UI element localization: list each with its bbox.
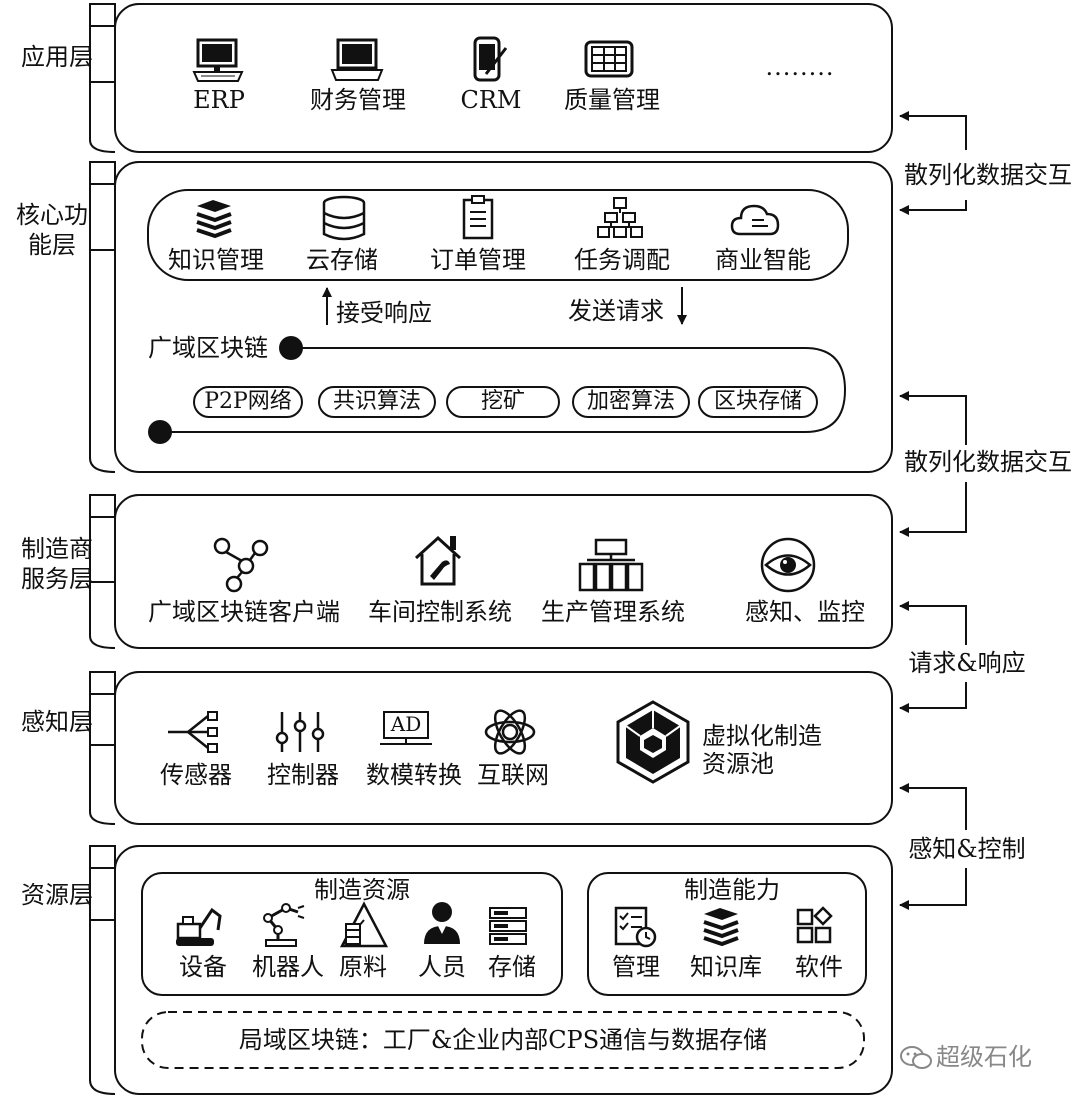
connector-label-sense-control: 感知&控制 <box>902 834 1032 864</box>
service-bi: 商业智能 <box>715 246 811 274</box>
service-task: 任务调配 <box>574 246 670 274</box>
software-blocks-icon <box>796 906 836 950</box>
virtual-resource-pool-label: 虚拟化制造资源池 <box>702 722 822 778</box>
core-layer-frame <box>89 161 893 473</box>
house-wrench-icon <box>412 532 464 592</box>
capability-software: 软件 <box>795 953 843 981</box>
wechat-icon <box>900 1044 932 1076</box>
atom-network-icon <box>484 706 536 762</box>
perception-layer-frame <box>89 671 893 825</box>
resources-title: 制造资源 <box>314 876 410 904</box>
resource-material: 原料 <box>339 953 387 981</box>
accept-response-label: 接受响应 <box>336 299 432 327</box>
service-knowledge: 知识管理 <box>168 246 264 274</box>
connector-label-hash-1: 散列化数据交互 <box>896 160 1080 190</box>
app-item-crm: CRM <box>460 86 522 114</box>
app-item-finance: 财务管理 <box>310 86 406 114</box>
capability-title: 制造能力 <box>684 876 780 904</box>
ad-text: AD <box>390 712 422 736</box>
desktop-computer-icon <box>192 38 244 86</box>
laptop-icon <box>330 38 384 86</box>
book-stack-icon <box>193 198 235 242</box>
perception-item-internet: 互联网 <box>477 761 549 789</box>
share-nodes-icon <box>212 536 272 596</box>
sensor-tree-icon <box>166 711 222 756</box>
manufacturer-item-production: 生产管理系统 <box>541 598 685 626</box>
capability-management: 管理 <box>612 953 660 981</box>
watermark-text: 超级石化 <box>936 1043 1032 1071</box>
clipboard-icon <box>461 194 497 246</box>
manufacturer-item-workshop: 车间控制系统 <box>368 598 512 626</box>
application-layer-label: 应用层 <box>21 43 93 71</box>
perception-item-controller: 控制器 <box>267 761 339 789</box>
app-item-quality: 质量管理 <box>564 86 660 114</box>
manufacturer-layer-label: 制造商服务层 <box>21 535 93 593</box>
server-storage-icon <box>488 906 528 950</box>
resource-layer-frame <box>89 845 893 1095</box>
cloud-network-icon <box>730 200 782 242</box>
eye-icon <box>758 537 818 596</box>
ad-converter-icon: AD <box>378 710 434 754</box>
resource-robot: 机器人 <box>252 953 324 981</box>
connectors <box>899 111 967 910</box>
local-blockchain-label: 局域区块链：工厂&企业内部CPS通信与数据存储 <box>238 1026 768 1054</box>
resource-pool-hexagon-icon <box>614 700 692 788</box>
service-cloud-storage: 云存储 <box>306 246 378 274</box>
chain-component-consensus: 共识算法 <box>318 386 436 418</box>
perception-layer-label: 感知层 <box>21 708 93 736</box>
wide-area-blockchain-label: 广域区块链 <box>148 334 268 362</box>
manufacturer-item-monitor: 感知、监控 <box>745 598 865 626</box>
chain-component-mining: 挖矿 <box>446 386 560 418</box>
resource-layer-label: 资源层 <box>21 881 93 909</box>
application-layer-frame <box>89 3 893 153</box>
org-chart-icon <box>597 196 643 244</box>
chain-component-encryption: 加密算法 <box>572 386 690 418</box>
sliders-icon <box>274 710 326 758</box>
manufacturer-layer-frame <box>89 494 893 649</box>
checklist-clock-icon <box>614 906 658 952</box>
connector-label-request-response: 请求&响应 <box>902 648 1032 678</box>
raw-material-pyramid-icon <box>339 901 389 952</box>
perception-item-sensor: 传感器 <box>160 761 232 789</box>
excavator-icon <box>174 904 224 952</box>
person-icon <box>422 900 462 950</box>
manufacturer-item-client: 广域区块链客户端 <box>148 598 340 626</box>
core-layer-label: 核心功能层 <box>16 201 88 259</box>
handheld-device-icon <box>472 36 508 88</box>
resource-personnel: 人员 <box>418 953 466 981</box>
app-item-erp: ERP <box>193 86 245 114</box>
knowledge-stack-icon <box>700 906 742 950</box>
resource-storage: 存储 <box>488 953 536 981</box>
service-order: 订单管理 <box>430 246 526 274</box>
resource-equipment: 设备 <box>179 953 227 981</box>
database-icon <box>322 195 366 246</box>
spreadsheet-tablet-icon <box>584 40 634 84</box>
capability-knowledge-base: 知识库 <box>690 953 762 981</box>
robot-arm-icon <box>258 902 308 952</box>
chain-component-p2p: P2P网络 <box>193 386 303 418</box>
perception-item-da: 数模转换 <box>366 761 462 789</box>
connector-label-hash-2: 散列化数据交互 <box>896 447 1080 477</box>
app-more-ellipsis: ........ <box>765 53 835 81</box>
chain-component-block-storage: 区块存储 <box>698 386 818 418</box>
send-request-label: 发送请求 <box>568 297 664 325</box>
hierarchy-blocks-icon <box>578 538 644 596</box>
